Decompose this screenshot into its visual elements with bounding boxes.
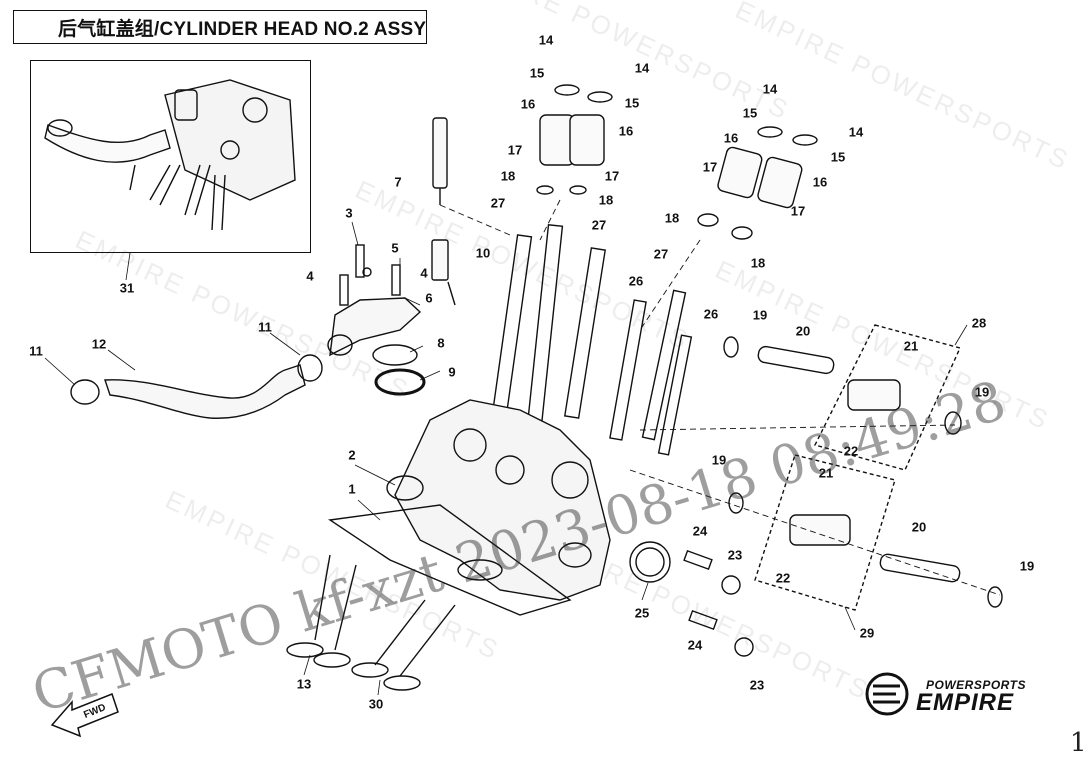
callout-28: 28 [971, 315, 987, 331]
callout-18: 18 [500, 168, 516, 184]
callout-17: 17 [790, 203, 806, 219]
callout-17: 17 [604, 168, 620, 184]
callout-24: 24 [692, 523, 708, 539]
callout-30: 30 [368, 696, 384, 712]
callout-21: 21 [903, 338, 919, 354]
diagram-title-box: 后气缸盖组/CYLINDER HEAD NO.2 ASSY [13, 10, 427, 44]
callout-20: 20 [795, 323, 811, 339]
callout-9: 9 [448, 364, 456, 380]
callout-15: 15 [624, 95, 640, 111]
page-number: 1 [1070, 728, 1087, 758]
callout-14: 14 [538, 32, 554, 48]
callout-22: 22 [775, 570, 791, 586]
brand-logo: POWERSPORTS EMPIRE [862, 676, 1058, 716]
callout-13: 13 [296, 676, 312, 692]
callout-26: 26 [628, 273, 644, 289]
callout-11: 11 [258, 319, 272, 335]
callout-14: 14 [762, 81, 778, 97]
callout-18: 18 [750, 255, 766, 271]
callout-15: 15 [742, 105, 758, 121]
callout-26: 26 [703, 306, 719, 322]
callout-19: 19 [974, 384, 990, 400]
callout-8: 8 [437, 335, 445, 351]
callout-17: 17 [702, 159, 718, 175]
inset-assembly-box [30, 60, 311, 253]
callout-19: 19 [1019, 558, 1035, 574]
diagram-title: 后气缸盖组/CYLINDER HEAD NO.2 ASSY [58, 18, 427, 40]
callout-6: 6 [425, 290, 433, 306]
callout-27: 27 [490, 195, 506, 211]
callout-25: 25 [634, 605, 650, 621]
callout-23: 23 [749, 677, 765, 693]
callout-16: 16 [520, 96, 536, 112]
callout-5: 5 [391, 240, 399, 256]
callout-23: 23 [727, 547, 743, 563]
callout-16: 16 [618, 123, 634, 139]
empire-logo-icon [865, 672, 909, 716]
callout-2: 2 [348, 447, 356, 463]
callout-11: 11 [29, 343, 43, 359]
callout-29: 29 [859, 625, 875, 641]
callout-22: 22 [843, 443, 859, 459]
callout-18: 18 [598, 192, 614, 208]
callout-1: 1 [348, 481, 356, 497]
callout-24: 24 [687, 637, 703, 653]
callout-20: 20 [911, 519, 927, 535]
callout-4: 4 [306, 268, 314, 284]
callout-3: 3 [345, 205, 353, 221]
callout-27: 27 [653, 246, 669, 262]
callout-10: 10 [475, 245, 491, 261]
callout-19: 19 [711, 452, 727, 468]
brand-name: EMPIRE [916, 689, 1015, 716]
callout-16: 16 [812, 174, 828, 190]
callout-31: 31 [119, 280, 135, 296]
callout-15: 15 [529, 65, 545, 81]
inset-cylinder-head-illustration [44, 79, 296, 231]
callout-21: 21 [818, 465, 834, 481]
callout-14: 14 [848, 124, 864, 140]
callout-4: 4 [420, 265, 428, 281]
callout-7: 7 [394, 174, 402, 190]
callout-12: 12 [91, 336, 107, 352]
brand-tagline: POWERSPORTS [926, 678, 1026, 692]
callout-27: 27 [591, 217, 607, 233]
callout-19: 19 [752, 307, 768, 323]
fwd-arrow-icon [50, 693, 119, 738]
callout-18: 18 [664, 210, 680, 226]
callout-17: 17 [507, 142, 523, 158]
callout-16: 16 [723, 130, 739, 146]
callout-14: 14 [634, 60, 650, 76]
callout-15: 15 [830, 149, 846, 165]
